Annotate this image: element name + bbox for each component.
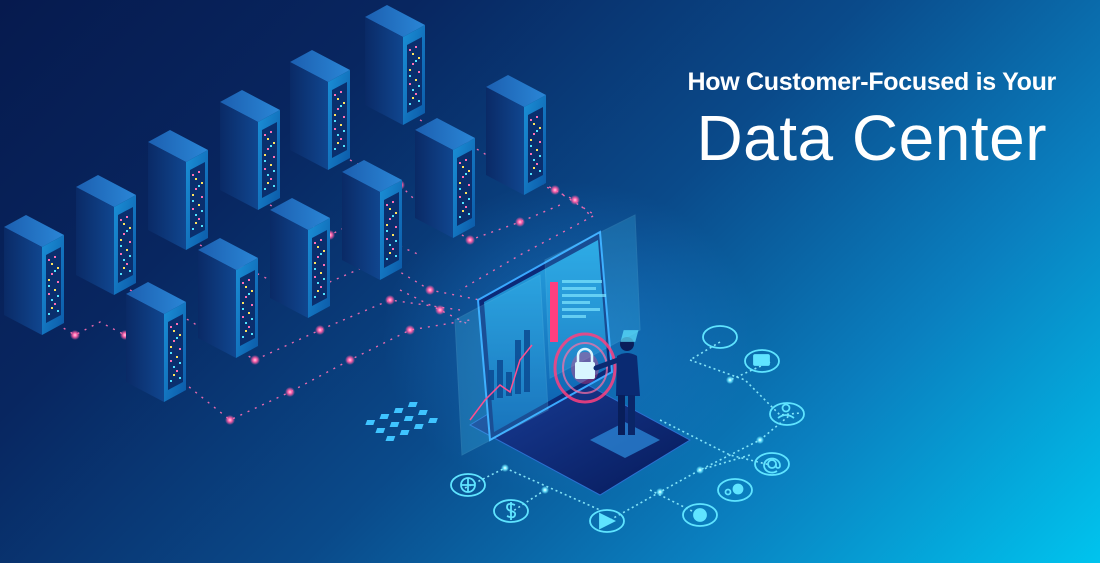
dollar-icon [493,499,529,523]
at-sign-icon [754,452,790,476]
headline-large: Data Center [696,102,1048,174]
briefcase-icon [744,349,780,373]
padlock-icon [553,332,617,404]
laptop-trackpad [590,422,660,458]
line-chart [469,344,533,421]
server-rack [198,238,258,358]
server-rack [486,75,546,195]
icon-nodes [501,376,764,496]
user-icon [769,402,805,426]
tablet-icon [620,325,738,349]
gears-icon [717,478,753,502]
server-rack [342,160,402,280]
laptop-keyboard [365,402,438,441]
server-rack [126,282,186,402]
funnel-icon [589,509,625,533]
headline: How Customer-Focused is Your Data Center [687,66,1056,174]
server-rack [270,198,330,318]
server-rack [4,215,64,335]
server-rack [76,175,136,295]
globe-icon [450,473,486,497]
server-rack [365,5,425,125]
server-rack [148,130,208,250]
server-rack [220,90,280,210]
red-bars [550,282,558,342]
peripheral-icons [450,325,805,533]
icon-network-lines [464,341,801,521]
server-rack [415,118,475,238]
businessman-figure [593,337,640,435]
pie-chart-icon [682,503,718,527]
hbar-chart [562,280,606,318]
server-rack [290,50,350,170]
headline-small: How Customer-Focused is Your [687,68,1056,96]
